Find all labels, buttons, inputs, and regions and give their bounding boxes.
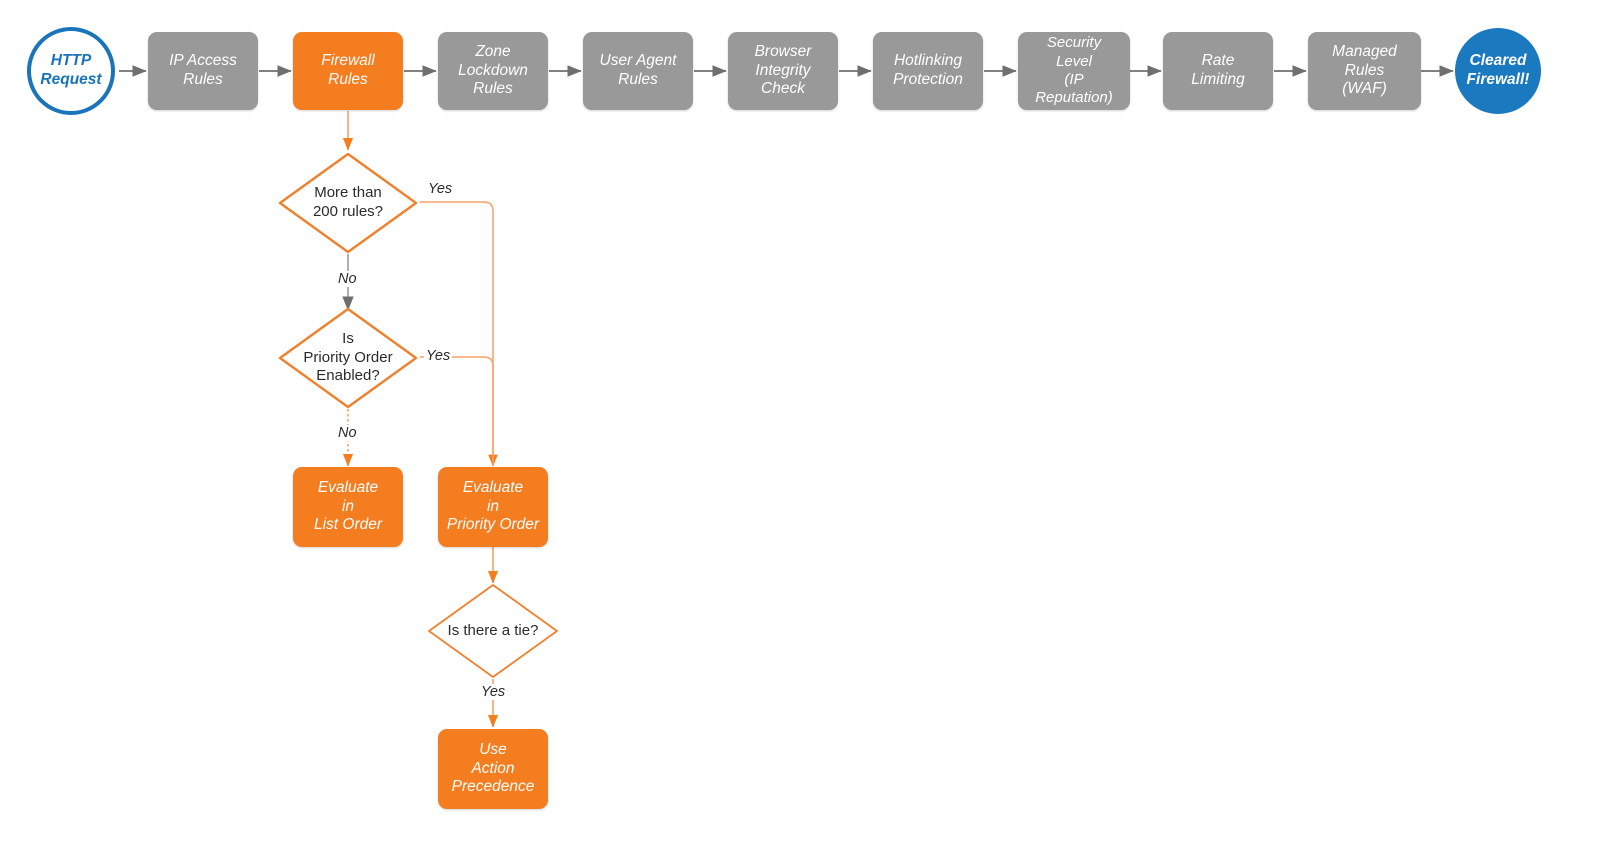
node-evaluate-in-list-order[interactable]: Evaluate in List Order (293, 467, 403, 547)
node-security-level-label: Security Level (IP Reputation) (1035, 34, 1113, 107)
node-browser-integrity-check-label: Browser Integrity Check (754, 42, 812, 98)
node-rate-limiting[interactable]: Rate Limiting (1163, 32, 1273, 110)
node-rate-limiting-label: Rate Limiting (1191, 52, 1245, 88)
node-use-action-precedence[interactable]: Use Action Precedence (438, 729, 548, 809)
diamond-shape-more-rules (278, 152, 418, 254)
node-managed-rules-waf-label: Managed Rules (WAF) (1332, 42, 1397, 98)
node-managed-rules-waf[interactable]: Managed Rules (WAF) (1308, 32, 1421, 110)
node-browser-integrity-check[interactable]: Browser Integrity Check (728, 32, 838, 110)
decision-is-priority-order-enabled[interactable]: Is Priority Order Enabled? (278, 307, 418, 409)
diamond-shape-tie (428, 584, 558, 678)
node-firewall-rules-label: Firewall Rules (321, 52, 375, 88)
node-user-agent-rules[interactable]: User Agent Rules (583, 32, 693, 110)
edge-label-tie-yes: Yes (479, 684, 508, 700)
node-http-request-label: HTTP Request (40, 52, 102, 88)
node-evaluate-in-list-order-label: Evaluate in List Order (313, 478, 383, 534)
node-cleared-firewall-label: Cleared Firewall! (1466, 52, 1530, 88)
node-user-agent-rules-label: User Agent Rules (599, 52, 677, 88)
decision-more-than-200-rules[interactable]: More than 200 rules? (278, 152, 418, 254)
decision-is-there-a-tie[interactable]: Is there a tie? (427, 583, 559, 679)
decision-is-there-a-tie-label: Is there a tie? (447, 621, 539, 639)
node-zone-lockdown-rules[interactable]: Zone Lockdown Rules (438, 32, 548, 110)
node-security-level[interactable]: Security Level (IP Reputation) (1018, 32, 1130, 110)
edge-more-rules-yes (420, 201, 498, 467)
decision-is-priority-order-enabled-label: Is Priority Order Enabled? (303, 329, 393, 385)
edge-label-priority-order-yes: Yes (424, 348, 453, 364)
node-http-request[interactable]: HTTP Request (27, 27, 115, 115)
decision-more-than-200-rules-label: More than 200 rules? (312, 184, 384, 220)
edge-label-more-rules-yes: Yes (426, 181, 455, 197)
edge-label-more-rules-no: No (336, 271, 359, 287)
node-evaluate-in-priority-order-label: Evaluate in Priority Order (446, 478, 540, 534)
edge-priority-yes (420, 356, 494, 466)
node-ip-access-rules[interactable]: IP Access Rules (148, 32, 258, 110)
node-cleared-firewall[interactable]: Cleared Firewall! (1455, 28, 1541, 114)
edge-label-priority-order-no: No (336, 425, 359, 441)
node-zone-lockdown-rules-label: Zone Lockdown Rules (458, 42, 528, 98)
node-evaluate-in-priority-order[interactable]: Evaluate in Priority Order (438, 467, 548, 547)
node-use-action-precedence-label: Use Action Precedence (451, 740, 535, 796)
node-firewall-rules[interactable]: Firewall Rules (293, 32, 403, 110)
node-hotlinking-protection-label: Hotlinking Protection (893, 52, 963, 88)
node-ip-access-rules-label: IP Access Rules (169, 52, 237, 88)
node-hotlinking-protection[interactable]: Hotlinking Protection (873, 32, 983, 110)
diamond-shape-priority-order (278, 307, 418, 409)
